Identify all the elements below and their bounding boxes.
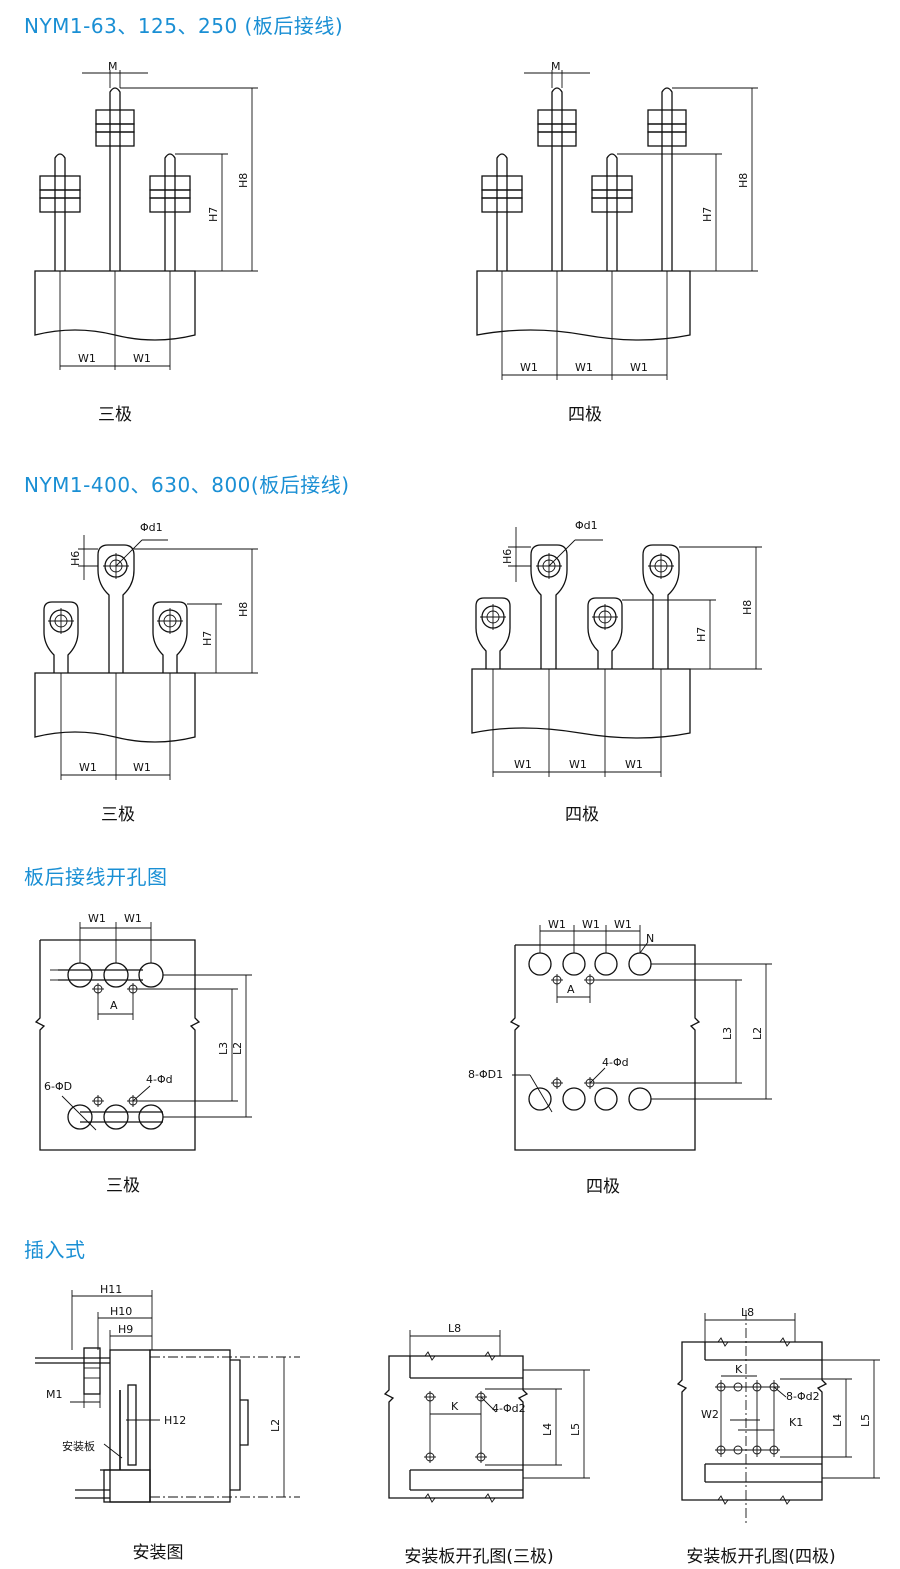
dim-w1-a: W1 — [78, 352, 96, 365]
dim-h8-1: H8 — [237, 173, 250, 188]
caption-three-pole-2: 三极 — [101, 805, 135, 825]
dim-l8-1: L8 — [448, 1322, 461, 1335]
dim-4-d-1: 4-Φd — [146, 1073, 173, 1086]
dim-l4-1: L4 — [541, 1423, 554, 1436]
diagram-cutout-four-pole — [509, 925, 772, 1151]
diagram-plate-three-pole — [383, 1330, 590, 1503]
diagram-stud-three-pole — [34, 70, 258, 370]
dim-w1-c: W1 — [520, 361, 538, 374]
dim-6-d: 6-ΦD — [44, 1080, 72, 1093]
caption-plate-four: 安装板开孔图(四极) — [686, 1547, 836, 1567]
dim-w1-k: W1 — [88, 912, 106, 925]
dim-w1-b: W1 — [133, 352, 151, 365]
dim-m1: M1 — [46, 1388, 63, 1401]
dim-w1-g: W1 — [133, 761, 151, 774]
dim-n: N — [646, 932, 654, 945]
dim-h6-1: H6 — [69, 551, 82, 566]
section-title-nym1-63: NYM1-63、125、250 (板后接线) — [24, 14, 344, 38]
dim-w1-o: W1 — [614, 918, 632, 931]
caption-three-pole-3: 三极 — [106, 1176, 140, 1196]
dim-d1-2: Φd1 — [575, 519, 598, 532]
dim-w1-n: W1 — [582, 918, 600, 931]
dim-d1-1: Φd1 — [140, 521, 163, 534]
dim-w1-m: W1 — [548, 918, 566, 931]
dim-m-1: M — [108, 60, 118, 73]
caption-plate-three: 安装板开孔图(三极) — [404, 1547, 554, 1567]
section-title-plug-in: 插入式 — [24, 1238, 86, 1262]
dim-4-d2: 4-Φd2 — [492, 1402, 526, 1415]
section-title-nym1-400: NYM1-400、630、800(板后接线) — [24, 473, 350, 497]
dim-h7-2: H7 — [701, 207, 714, 222]
dim-l2-1: L2 — [231, 1042, 244, 1055]
diagram-stud-four-pole — [476, 70, 758, 380]
dim-w1-j: W1 — [625, 758, 643, 771]
dim-8-d2: 8-Φd2 — [786, 1390, 820, 1403]
dim-h8-4: H8 — [741, 600, 754, 615]
dim-a-2: A — [567, 983, 575, 996]
diagram-lug-four-pole — [471, 527, 762, 777]
dim-h7-1: H7 — [207, 207, 220, 222]
dim-l2-3: L2 — [269, 1419, 282, 1432]
dim-a-1: A — [110, 999, 118, 1012]
caption-four-pole-2: 四极 — [565, 805, 599, 825]
caption-four-pole-1: 四极 — [568, 405, 602, 425]
diagram-lug-three-pole — [34, 535, 258, 780]
dim-l5-2: L5 — [859, 1414, 872, 1427]
dim-w1-l: W1 — [124, 912, 142, 925]
dim-h6-2: H6 — [501, 549, 514, 564]
dim-8-d1: 8-ΦD1 — [468, 1068, 503, 1081]
dim-l2-2: L2 — [751, 1027, 764, 1040]
dim-w2: W2 — [701, 1408, 719, 1421]
dim-w1-f: W1 — [79, 761, 97, 774]
dim-k1: K1 — [789, 1416, 803, 1429]
diagram-install-side — [35, 1290, 300, 1503]
label-mounting-plate: 安装板 — [62, 1439, 95, 1453]
dim-l5-1: L5 — [569, 1423, 582, 1436]
dim-h7-3: H7 — [201, 631, 214, 646]
caption-install: 安装图 — [132, 1543, 184, 1563]
dim-h8-3: H8 — [237, 602, 250, 617]
dim-w1-i: W1 — [569, 758, 587, 771]
dim-h12: H12 — [164, 1414, 186, 1427]
dim-4-d-2: 4-Φd — [602, 1056, 629, 1069]
dim-k-2: K — [735, 1363, 743, 1376]
diagram-plate-four-pole — [676, 1310, 880, 1525]
caption-three-pole-1: 三极 — [98, 405, 132, 425]
dim-l4-2: L4 — [831, 1414, 844, 1427]
dim-k-1: K — [451, 1400, 459, 1413]
dim-h10: H10 — [110, 1305, 132, 1318]
dim-w1-d: W1 — [575, 361, 593, 374]
diagram-cutout-three-pole — [34, 922, 252, 1151]
dim-l3-2: L3 — [721, 1027, 734, 1040]
dim-l3-1: L3 — [217, 1042, 230, 1055]
dim-h7-4: H7 — [695, 627, 708, 642]
dim-h8-2: H8 — [737, 173, 750, 188]
caption-four-pole-3: 四极 — [586, 1177, 620, 1197]
dim-w1-h: W1 — [514, 758, 532, 771]
dim-h11: H11 — [100, 1283, 122, 1296]
dim-m-2: M — [551, 60, 561, 73]
dim-h9: H9 — [118, 1323, 133, 1336]
section-title-cutout: 板后接线开孔图 — [24, 865, 168, 889]
dim-w1-e: W1 — [630, 361, 648, 374]
dim-l8-2: L8 — [741, 1306, 754, 1319]
